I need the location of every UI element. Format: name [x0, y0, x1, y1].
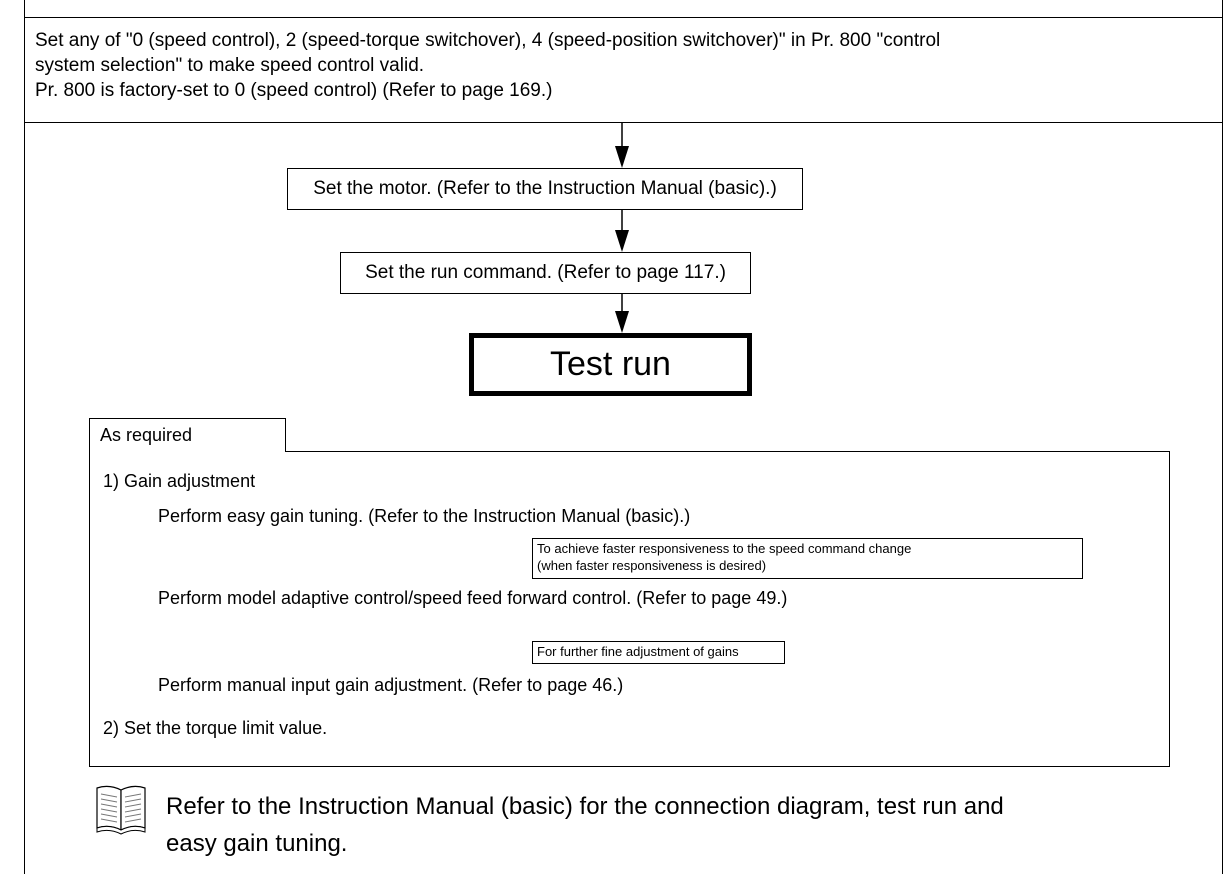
set-motor-step: Set the motor. (Refer to the Instruction…	[287, 168, 803, 210]
torque-limit-text: 2) Set the torque limit value.	[103, 718, 328, 738]
faster-responsiveness-note: To achieve faster responsiveness to the …	[532, 538, 1083, 579]
gain-adjustment-heading: 1) Gain adjustment	[103, 471, 256, 491]
test-run-step: Test run	[469, 333, 752, 396]
fine-adjustment-note: For further fine adjustment of gains	[532, 641, 785, 664]
description-line-2: system selection" to make speed control …	[35, 55, 425, 76]
model-adaptive-control-text: Perform model adaptive control/speed fee…	[158, 588, 788, 608]
manual-gain-adjustment-text: Perform manual input gain adjustment. (R…	[158, 675, 624, 695]
easy-gain-tuning-text: Perform easy gain tuning. (Refer to the …	[158, 506, 691, 526]
set-run-command-step: Set the run command. (Refer to page 117.…	[340, 252, 751, 294]
open-book-icon	[96, 785, 146, 835]
as-required-tab: As required	[89, 418, 286, 452]
reference-line-1: Refer to the Instruction Manual (basic) …	[166, 793, 1004, 820]
note-line-1: To achieve faster responsiveness to the …	[537, 541, 912, 556]
note-line-2: (when faster responsiveness is desired)	[537, 558, 767, 573]
reference-note: Refer to the Instruction Manual (basic) …	[166, 788, 1066, 862]
description-line-3: Pr. 800 is factory-set to 0 (speed contr…	[35, 80, 553, 101]
description-line-1: Set any of "0 (speed control), 2 (speed-…	[35, 30, 941, 51]
as-required-box: 1) Gain adjustment Perform easy gain tun…	[89, 451, 1170, 767]
reference-line-2: easy gain tuning.	[166, 830, 348, 857]
control-mode-description-box: Set any of "0 (speed control), 2 (speed-…	[24, 17, 1223, 123]
